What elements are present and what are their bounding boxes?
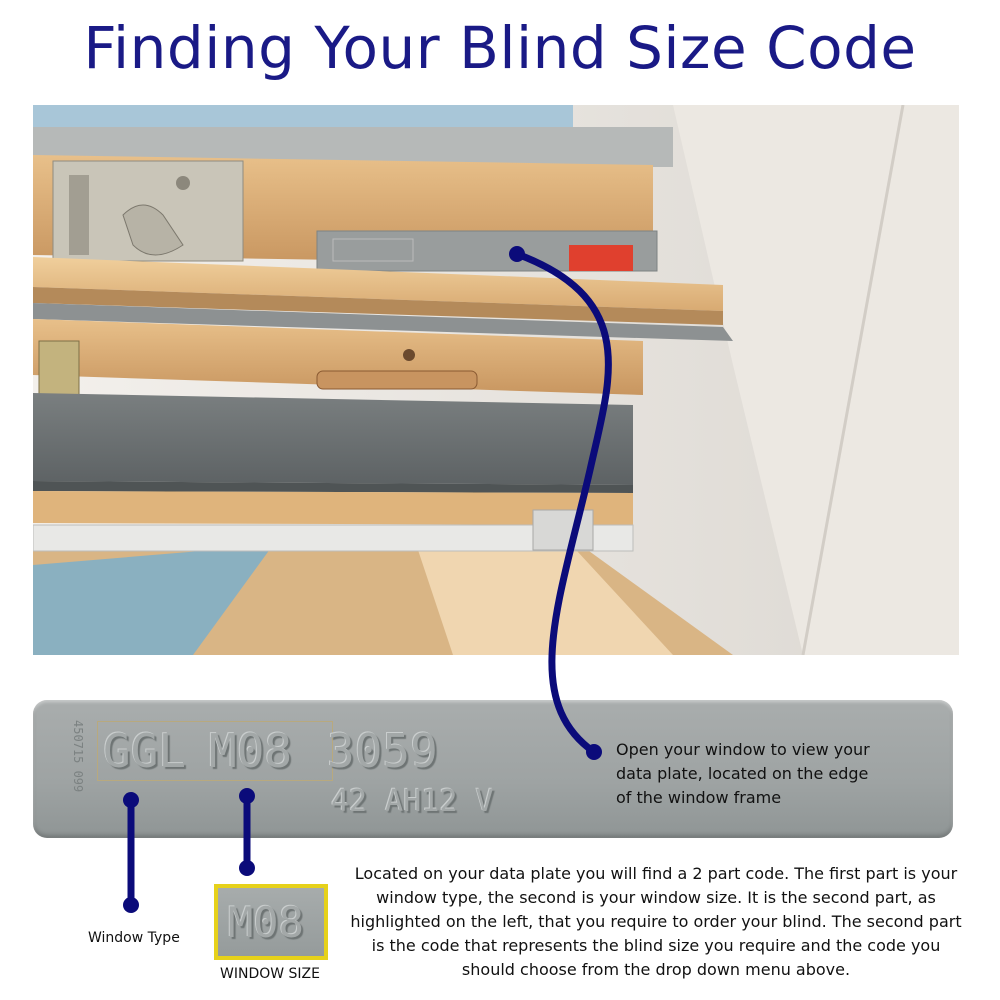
- window-size-label: WINDOW SIZE: [220, 966, 320, 982]
- window-type-label: Window Type: [88, 930, 180, 946]
- plate-line-two: 42 AH12 V: [331, 784, 494, 819]
- plate-tiny-code: 450715 099: [71, 720, 85, 793]
- highlight-window-size: M08: [228, 898, 304, 947]
- window-frame-photo: [33, 105, 959, 655]
- plate-window-size: M08: [209, 724, 293, 778]
- data-plate: 450715 099 GGL M08 3059 42 AH12 V: [33, 700, 953, 838]
- window-size-highlight: M08: [214, 884, 328, 960]
- page-title: Finding Your Blind Size Code: [83, 14, 917, 82]
- window-frame-illustration: [33, 105, 959, 655]
- open-window-tip: Open your window to view your data plate…: [616, 740, 870, 807]
- plate-code-outline: [97, 721, 333, 781]
- plate-window-type: GGL: [103, 724, 187, 778]
- plate-serial: 3059: [327, 724, 438, 778]
- explanation-text: Located on your data plate you will find…: [350, 864, 962, 979]
- type-dot-bottom: [123, 897, 139, 913]
- size-dot-bottom: [239, 860, 255, 876]
